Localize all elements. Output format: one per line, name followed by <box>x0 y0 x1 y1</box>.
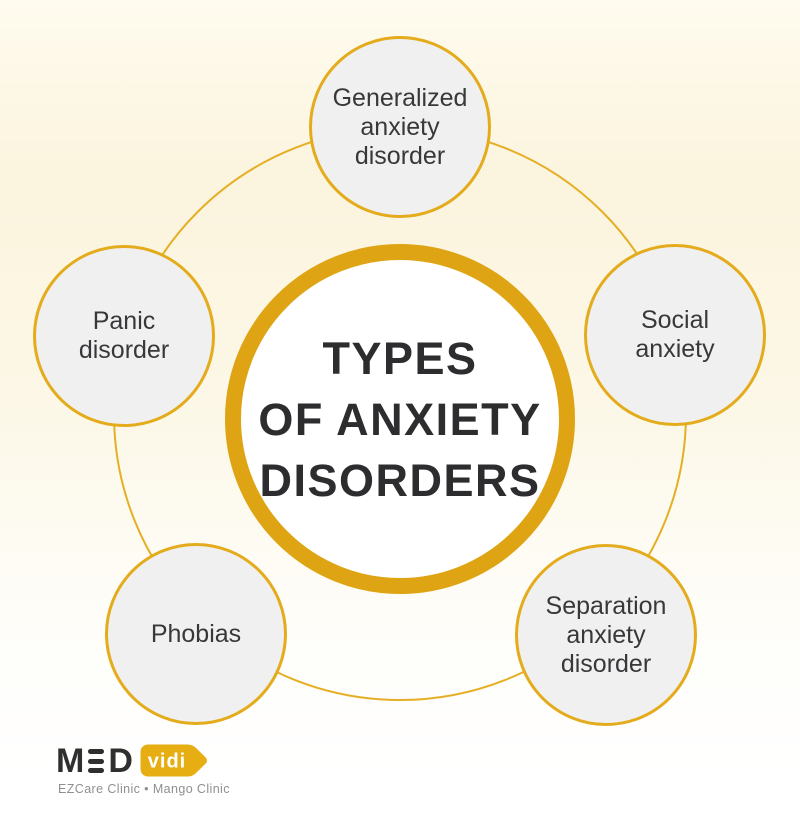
title-line-2: OF ANXIETY <box>258 393 542 445</box>
node-social-anxiety: Social anxiety <box>584 244 766 426</box>
node-label: Phobias <box>150 619 242 648</box>
medvidi-wordmark: M D vidi <box>56 739 230 780</box>
page-title: TYPES OF ANXIETY DISORDERS <box>258 328 541 511</box>
node-label: Social anxiety <box>635 306 715 363</box>
logo-vidi-tag: vidi <box>140 744 207 777</box>
node-generalized-anxiety-disorder: Generalized anxiety disorder <box>309 36 491 218</box>
vidi-tag-shape <box>140 744 207 777</box>
title-line-1: TYPES <box>322 332 478 384</box>
node-label: Separation anxiety disorder <box>545 591 667 678</box>
logo-letter-d: D <box>108 742 133 780</box>
node-panic-disorder: Panic disorder <box>33 245 215 427</box>
logo-tagline: EZCare Clinic • Mango Clinic <box>58 782 230 796</box>
logo-vidi-text: vidi <box>148 751 186 773</box>
node-label: Panic disorder <box>78 307 170 364</box>
title-line-3: DISORDERS <box>259 454 541 506</box>
logo-letter-m: M <box>56 742 85 780</box>
center-circle: TYPES OF ANXIETY DISORDERS <box>225 244 575 594</box>
node-phobias: Phobias <box>105 543 287 725</box>
medvidi-logo: M D vidi EZCare Clinic • Mango Clinic <box>56 739 230 796</box>
logo-letter-e-bars-icon <box>88 749 105 773</box>
node-separation-anxiety-disorder: Separation anxiety disorder <box>515 544 697 726</box>
node-label: Generalized anxiety disorder <box>332 83 468 170</box>
